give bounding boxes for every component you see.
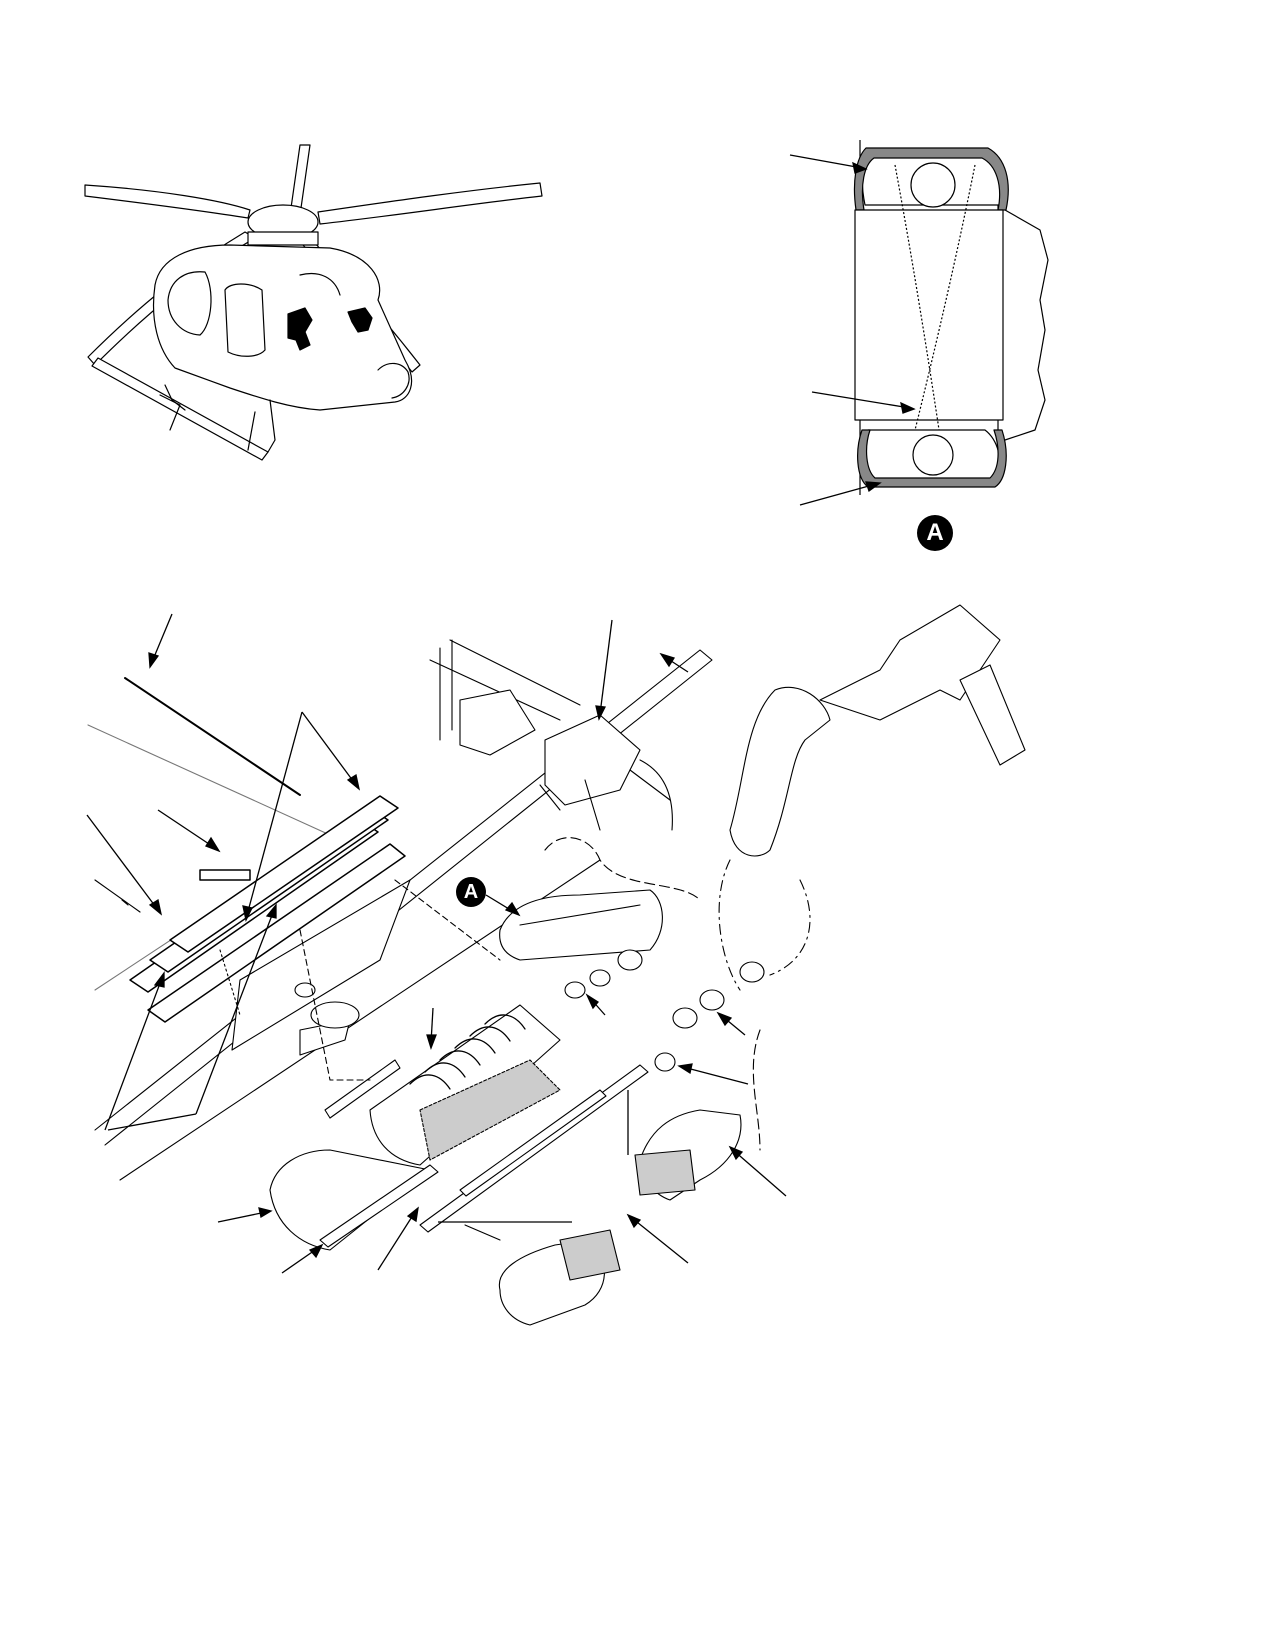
exploded-callout-a-badge: A (456, 877, 486, 907)
detail-a-badge: A (917, 515, 953, 551)
